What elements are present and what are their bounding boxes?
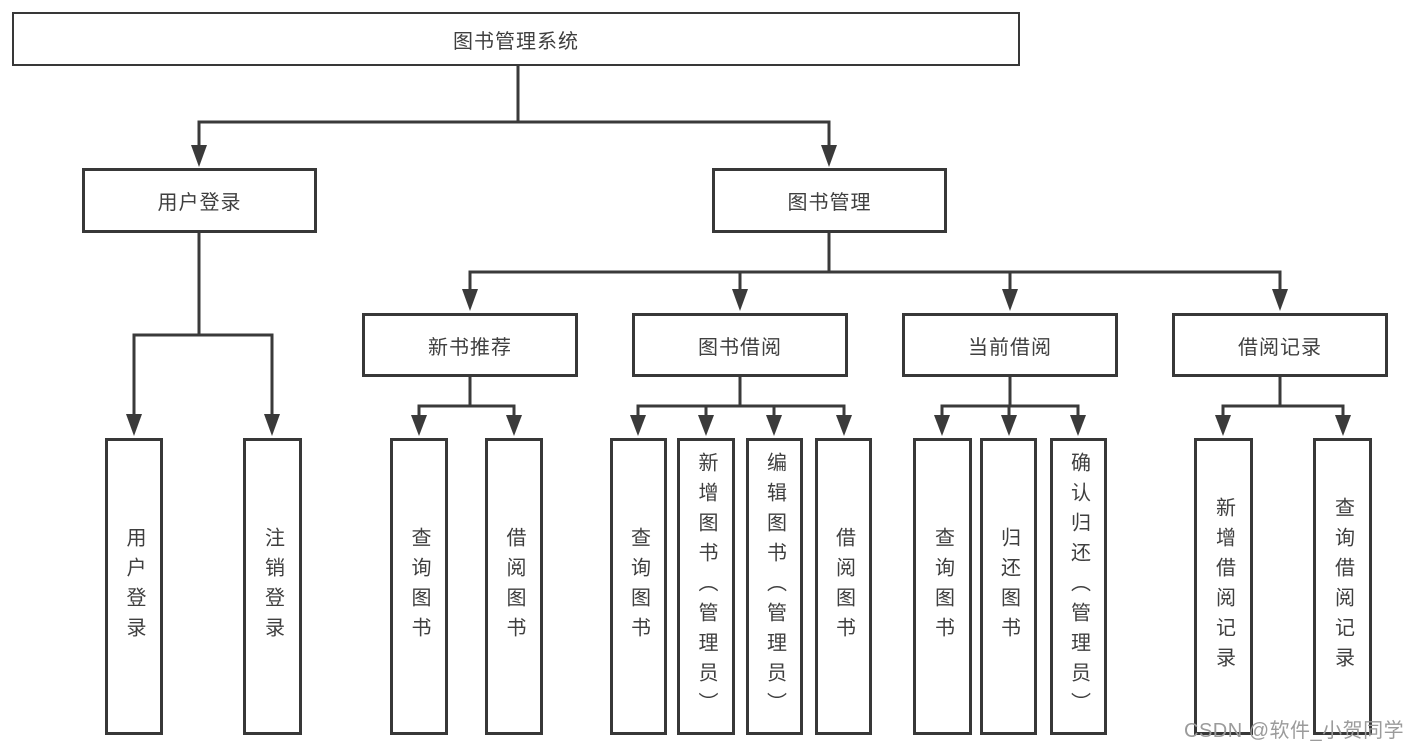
node-current-borrowing: 当前借阅 [902, 313, 1118, 377]
node-label: 借阅记录 [1238, 336, 1322, 359]
leaf-query-books-2: 查询图书 [610, 438, 667, 735]
leaf-return-book: 归还图书 [980, 438, 1037, 735]
leaf-query-borrow-record: 查询借阅记录 [1313, 438, 1372, 735]
leaf-label: 新增借阅记录 [1212, 496, 1235, 677]
leaf-edit-book-admin: 编辑图书（管理员） [746, 438, 803, 735]
leaf-borrow-books-2: 借阅图书 [815, 438, 872, 735]
leaf-borrow-books-1: 借阅图书 [485, 438, 543, 735]
node-label: 图书管理系统 [453, 30, 579, 53]
leaf-logout: 注销登录 [243, 438, 302, 735]
leaf-confirm-return-admin: 确认归还（管理员） [1050, 438, 1107, 735]
node-label: 图书借阅 [698, 336, 782, 359]
leaf-label: 借阅图书 [503, 526, 525, 647]
leaf-query-books-3: 查询图书 [913, 438, 972, 735]
leaf-label: 新增图书（管理员） [695, 451, 717, 722]
leaf-label: 查询图书 [931, 526, 954, 647]
leaf-user-login: 用户登录 [105, 438, 163, 735]
leaf-label: 查询借阅记录 [1331, 496, 1354, 677]
leaf-label: 归还图书 [997, 526, 1020, 647]
leaf-label: 用户登录 [123, 526, 145, 647]
node-borrowing-records: 借阅记录 [1172, 313, 1388, 377]
node-book-management: 图书管理 [712, 168, 947, 233]
leaf-query-books-1: 查询图书 [390, 438, 448, 735]
leaf-add-book-admin: 新增图书（管理员） [677, 438, 735, 735]
node-label: 图书管理 [787, 192, 872, 214]
node-label: 用户登录 [157, 192, 242, 214]
node-book-borrowing: 图书借阅 [632, 313, 848, 377]
node-library-management-system: 图书管理系统 [12, 12, 1020, 66]
leaf-label: 编辑图书（管理员） [763, 451, 786, 722]
leaf-label: 注销登录 [261, 526, 284, 647]
leaf-label: 查询图书 [627, 526, 650, 647]
leaf-label: 确认归还（管理员） [1067, 451, 1090, 722]
leaf-add-borrow-record: 新增借阅记录 [1194, 438, 1253, 735]
node-new-book-recommend: 新书推荐 [362, 313, 578, 377]
leaf-label: 借阅图书 [832, 526, 855, 647]
leaf-label: 查询图书 [408, 526, 430, 647]
watermark: CSDN @软件_小贺同学 [1184, 720, 1405, 742]
node-label: 新书推荐 [428, 336, 512, 359]
node-label: 当前借阅 [968, 336, 1052, 359]
node-user-login: 用户登录 [82, 168, 317, 233]
